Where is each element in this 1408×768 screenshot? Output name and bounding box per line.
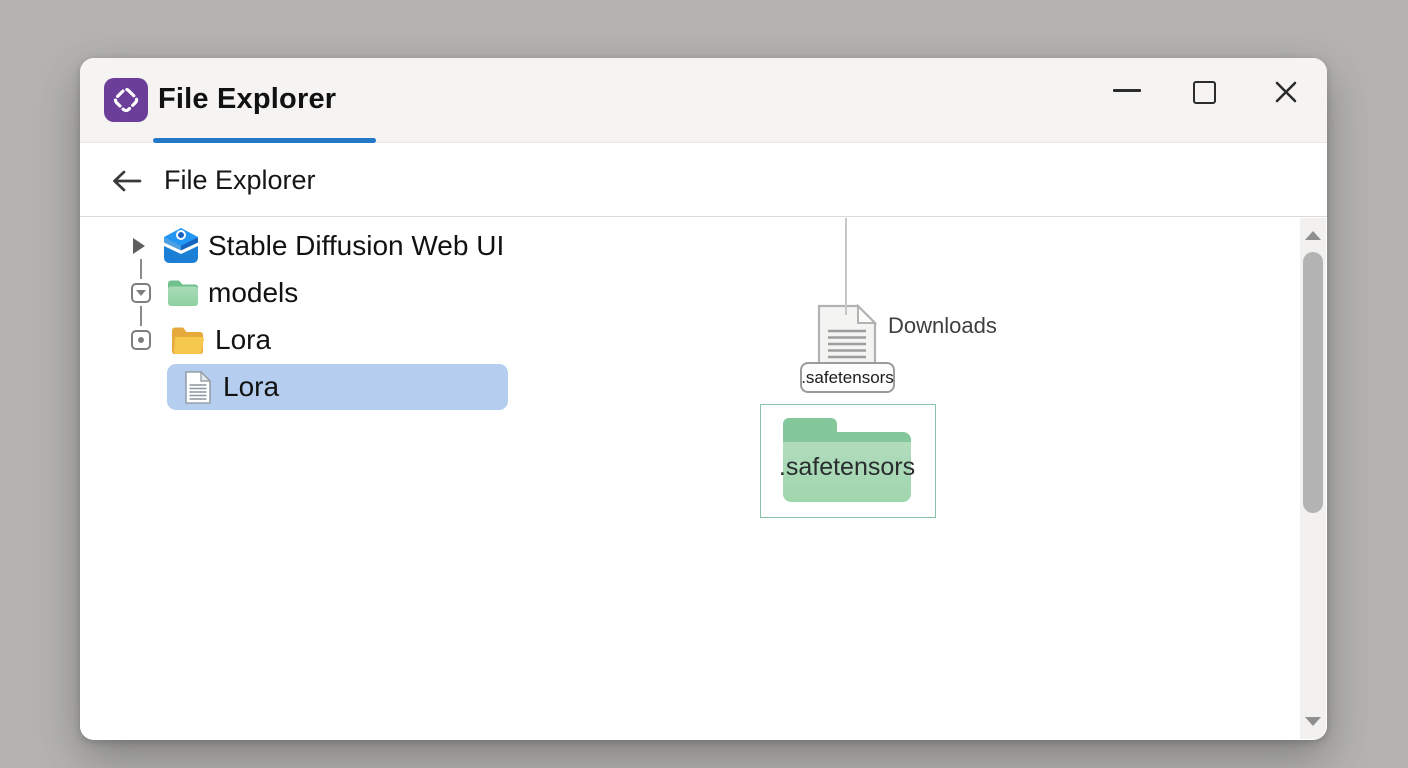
safetensors-file-badge: .safetensors (800, 362, 895, 393)
safetensors-file-icon[interactable] (815, 303, 879, 369)
maximize-icon (1192, 80, 1216, 104)
tree-item-lora-file-selected[interactable]: Lora (167, 364, 508, 410)
chevron-down-icon (136, 290, 146, 296)
tree-item-stable-diffusion[interactable]: Stable Diffusion Web UI (133, 224, 504, 268)
tree-item-label: models (208, 277, 299, 308)
dot-icon (138, 337, 144, 343)
collapse-box-icon[interactable] (131, 283, 151, 303)
tree-item-label: Lora (215, 324, 272, 355)
green-folder-icon (168, 280, 198, 306)
toolbar-header: File Explorer (80, 144, 1327, 217)
tree-connector-line (140, 306, 142, 326)
safetensors-folder-icon[interactable]: .safetensors (779, 418, 915, 502)
title-bar[interactable]: File Explorer (80, 58, 1327, 143)
tree-item-label: Stable Diffusion Web UI (208, 230, 505, 261)
minimize-icon (1113, 88, 1141, 92)
document-icon (185, 369, 212, 404)
yellow-folder-icon (172, 327, 204, 354)
minimize-button[interactable] (1108, 71, 1146, 109)
page-title: File Explorer (164, 164, 316, 195)
scrollbar-thumb[interactable] (1303, 252, 1323, 513)
drag-path-line (845, 218, 847, 315)
tree-item-models[interactable]: models (131, 271, 298, 315)
downloads-location-label: Downloads (888, 313, 997, 338)
back-arrow-icon (113, 170, 142, 192)
folder-tab (783, 418, 837, 432)
tree-item-label: Lora (223, 371, 280, 402)
window-title: File Explorer (158, 82, 337, 115)
file-explorer-window: File Explorer File Explorer (80, 58, 1327, 740)
drop-target-box[interactable]: .safetensors (760, 404, 936, 518)
expand-triangle-icon[interactable] (133, 238, 145, 254)
back-button[interactable] (106, 163, 146, 199)
app-logo (104, 78, 148, 122)
active-tab-indicator (153, 138, 376, 143)
content-area (80, 218, 1327, 740)
collapse-box-icon[interactable] (131, 330, 151, 350)
dashed-diamond-icon (113, 87, 139, 113)
maximize-button[interactable] (1185, 73, 1223, 111)
close-button[interactable] (1267, 73, 1305, 111)
tree-connector-line (140, 259, 142, 279)
vertical-scrollbar[interactable] (1300, 218, 1326, 739)
scroll-up-icon[interactable] (1305, 231, 1321, 240)
folder-body: .safetensors (779, 432, 915, 502)
close-icon (1275, 81, 1297, 103)
stable-diffusion-icon (164, 228, 198, 263)
scroll-down-icon[interactable] (1305, 717, 1321, 726)
folder-label: .safetensors (778, 452, 916, 481)
tree-item-lora-folder[interactable]: Lora (131, 318, 271, 362)
